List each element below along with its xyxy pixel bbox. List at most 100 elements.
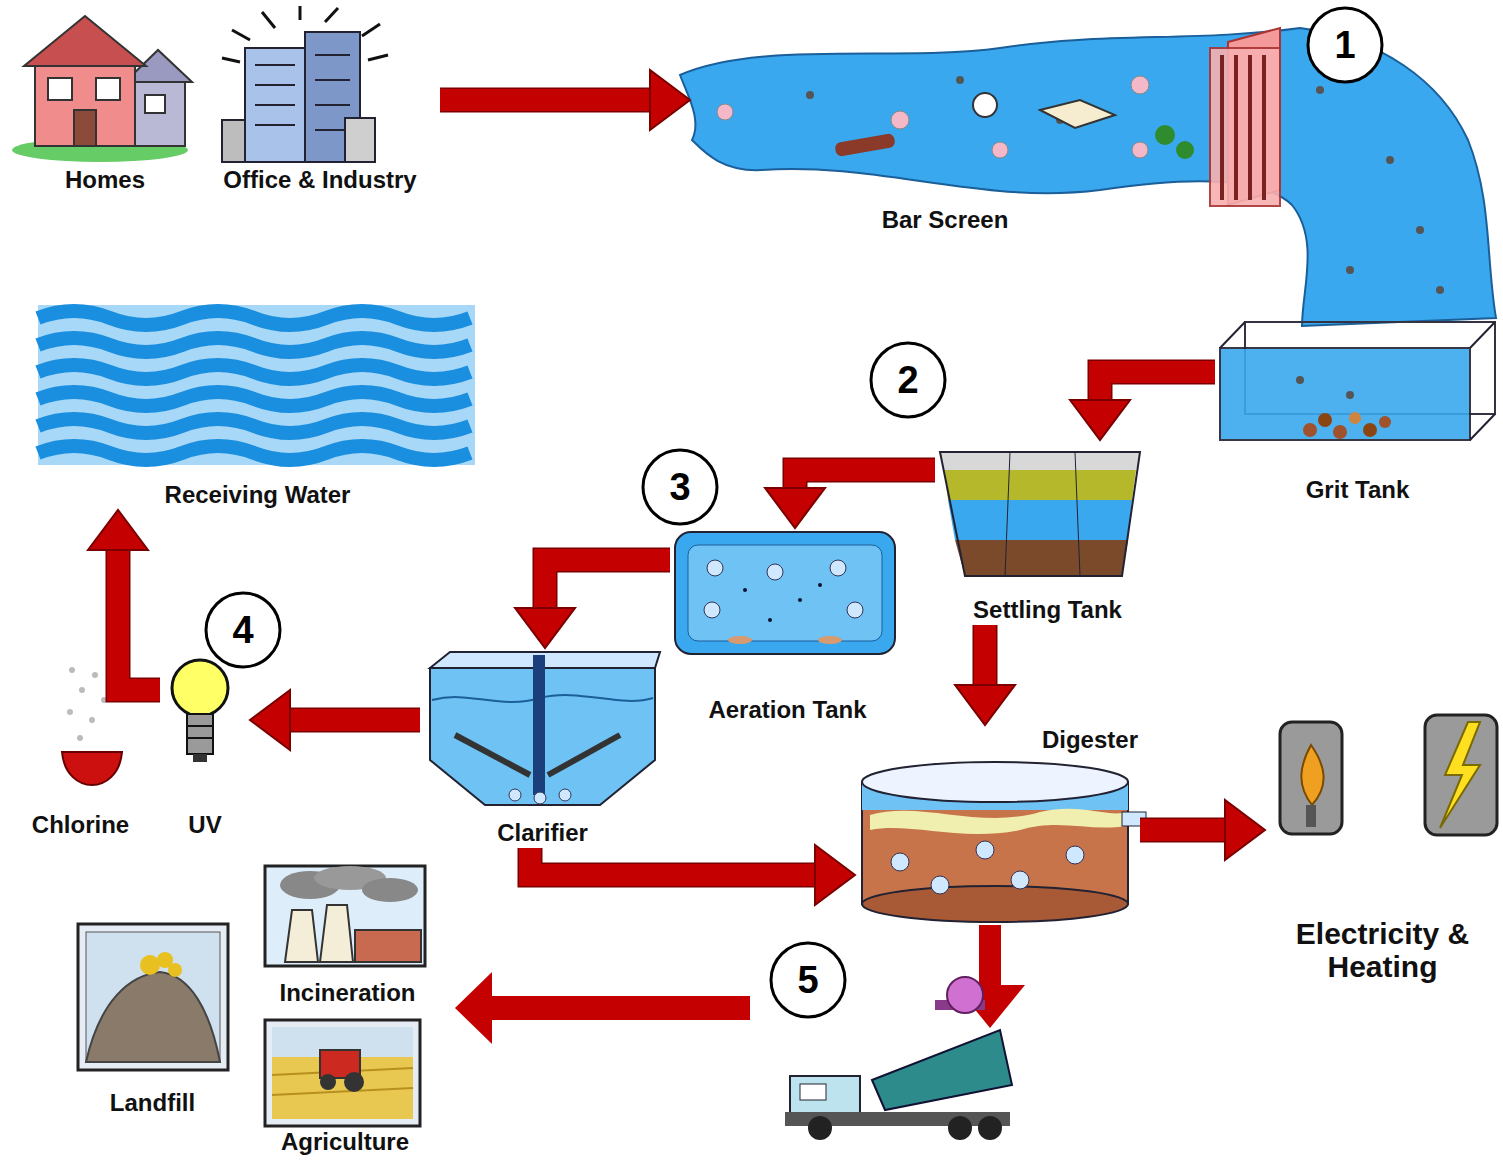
sludge-arrows	[455, 925, 1025, 1044]
digester-icon	[1011, 871, 1029, 889]
arrow-outline	[118, 548, 160, 690]
chlorine-icon	[89, 717, 95, 723]
landfill-icon	[78, 924, 228, 1070]
energy-icons	[1425, 715, 1497, 835]
office-icon	[299, 6, 302, 20]
house-icon	[24, 16, 146, 66]
node-label: Aeration Tank	[708, 697, 866, 723]
source-node: Homes	[15, 10, 195, 195]
uv-lamp-icon	[172, 660, 228, 762]
grit-tank-icon	[1379, 416, 1391, 428]
sewer-river	[1155, 125, 1175, 145]
sewer-river	[1316, 86, 1324, 94]
incineration-icon	[265, 866, 425, 966]
grit-tank-icon	[1333, 425, 1347, 439]
callout-circles	[643, 450, 717, 524]
arrow-head	[88, 510, 148, 550]
disinfection-unit: Chlorine	[8, 655, 153, 840]
incineration-icon	[285, 910, 318, 962]
callout-number: 1	[1334, 26, 1355, 64]
callout-number: 4	[232, 611, 253, 649]
settling-tank-icon	[1075, 452, 1080, 576]
house-icon	[48, 78, 72, 100]
digester-icon	[870, 809, 1126, 834]
landfill-icon	[140, 955, 160, 975]
callout-circles	[1308, 8, 1382, 82]
landfill-icon	[86, 972, 220, 1062]
node-label: Digester	[1042, 727, 1138, 753]
disposal-node: Incineration	[250, 860, 445, 1008]
node-label: Clarifier	[497, 820, 588, 846]
receiving-water-waves	[38, 365, 470, 379]
flow-arrow	[765, 470, 935, 528]
landfill-icon	[86, 932, 220, 1062]
clarifier-icon	[533, 655, 545, 795]
treatment-unit: Bar Screen	[690, 25, 1200, 235]
chlorine-icon	[79, 687, 85, 693]
arrow-head	[250, 690, 290, 750]
receiving-water-waves	[38, 446, 470, 460]
office-icon	[232, 30, 250, 40]
grit-tank-icon	[1220, 348, 1470, 440]
house-icon	[96, 78, 120, 100]
sewer-river	[1040, 100, 1115, 128]
uv-lamp-icon	[187, 725, 213, 727]
node-label: Receiving Water	[165, 482, 351, 508]
disinfection-unit: UV	[160, 650, 250, 840]
arrow-head	[515, 608, 575, 648]
office-icon	[222, 58, 240, 62]
sewer-river	[1436, 286, 1444, 294]
sludge-arrows	[490, 996, 750, 1020]
sewer-river	[680, 28, 1496, 326]
aeration-tank-icon	[704, 602, 720, 618]
treatment-unit: Digester	[855, 725, 1140, 920]
bar-screen-icon	[1262, 55, 1266, 200]
sewer-river	[1386, 156, 1394, 164]
grit-tank-icon	[1296, 376, 1304, 384]
incineration-icon	[320, 905, 353, 962]
grit-tank-icon	[1220, 322, 1245, 348]
callout-circles	[771, 943, 845, 1017]
aeration-tank-icon	[798, 598, 802, 602]
callout-circles	[206, 593, 280, 667]
aeration-tank-icon	[767, 564, 783, 580]
uv-lamp-icon	[187, 737, 213, 739]
aeration-tank-icon	[818, 583, 822, 587]
arrow-head	[955, 685, 1015, 725]
bar-screen-icon	[1210, 28, 1280, 206]
energy-icons	[1306, 805, 1316, 827]
arrow-shaft	[974, 625, 996, 687]
chlorine-icon	[77, 735, 83, 741]
clarifier-icon	[548, 735, 620, 775]
dump-truck-icon	[978, 1116, 1002, 1140]
settling-tank-icon	[1005, 452, 1010, 576]
callout-number: 2	[897, 361, 918, 399]
pump-icon	[947, 977, 983, 1013]
arrow-shaft	[1140, 819, 1227, 841]
dump-truck-icon	[948, 1116, 972, 1140]
sewer-river	[891, 111, 909, 129]
settling-tank-icon	[944, 470, 1136, 500]
settling-tank-icon	[940, 452, 1140, 576]
grit-tank-icon	[1346, 391, 1354, 399]
node-label: Chlorine	[32, 812, 129, 838]
pump-icon	[935, 977, 985, 1013]
aeration-tank-icon	[830, 560, 846, 576]
aeration-tank-icon	[675, 532, 895, 654]
sewer-river	[1176, 141, 1194, 159]
grit-tank-icon	[1349, 412, 1361, 424]
node-label: Incineration	[279, 980, 415, 1006]
office-icon	[368, 55, 388, 60]
dump-truck-icon	[785, 1030, 1012, 1140]
house-icon	[74, 110, 96, 146]
office-icon	[315, 104, 350, 106]
sewer-river	[806, 91, 814, 99]
arrow-head	[650, 70, 690, 130]
office-icon	[222, 6, 388, 162]
digester-icon	[862, 762, 1128, 802]
sewer-river	[717, 104, 733, 120]
clarifier-icon	[509, 789, 521, 801]
source-node: Office & Industry	[200, 5, 440, 195]
aeration-tank-icon	[743, 588, 747, 592]
flow-arrow	[1070, 372, 1215, 440]
